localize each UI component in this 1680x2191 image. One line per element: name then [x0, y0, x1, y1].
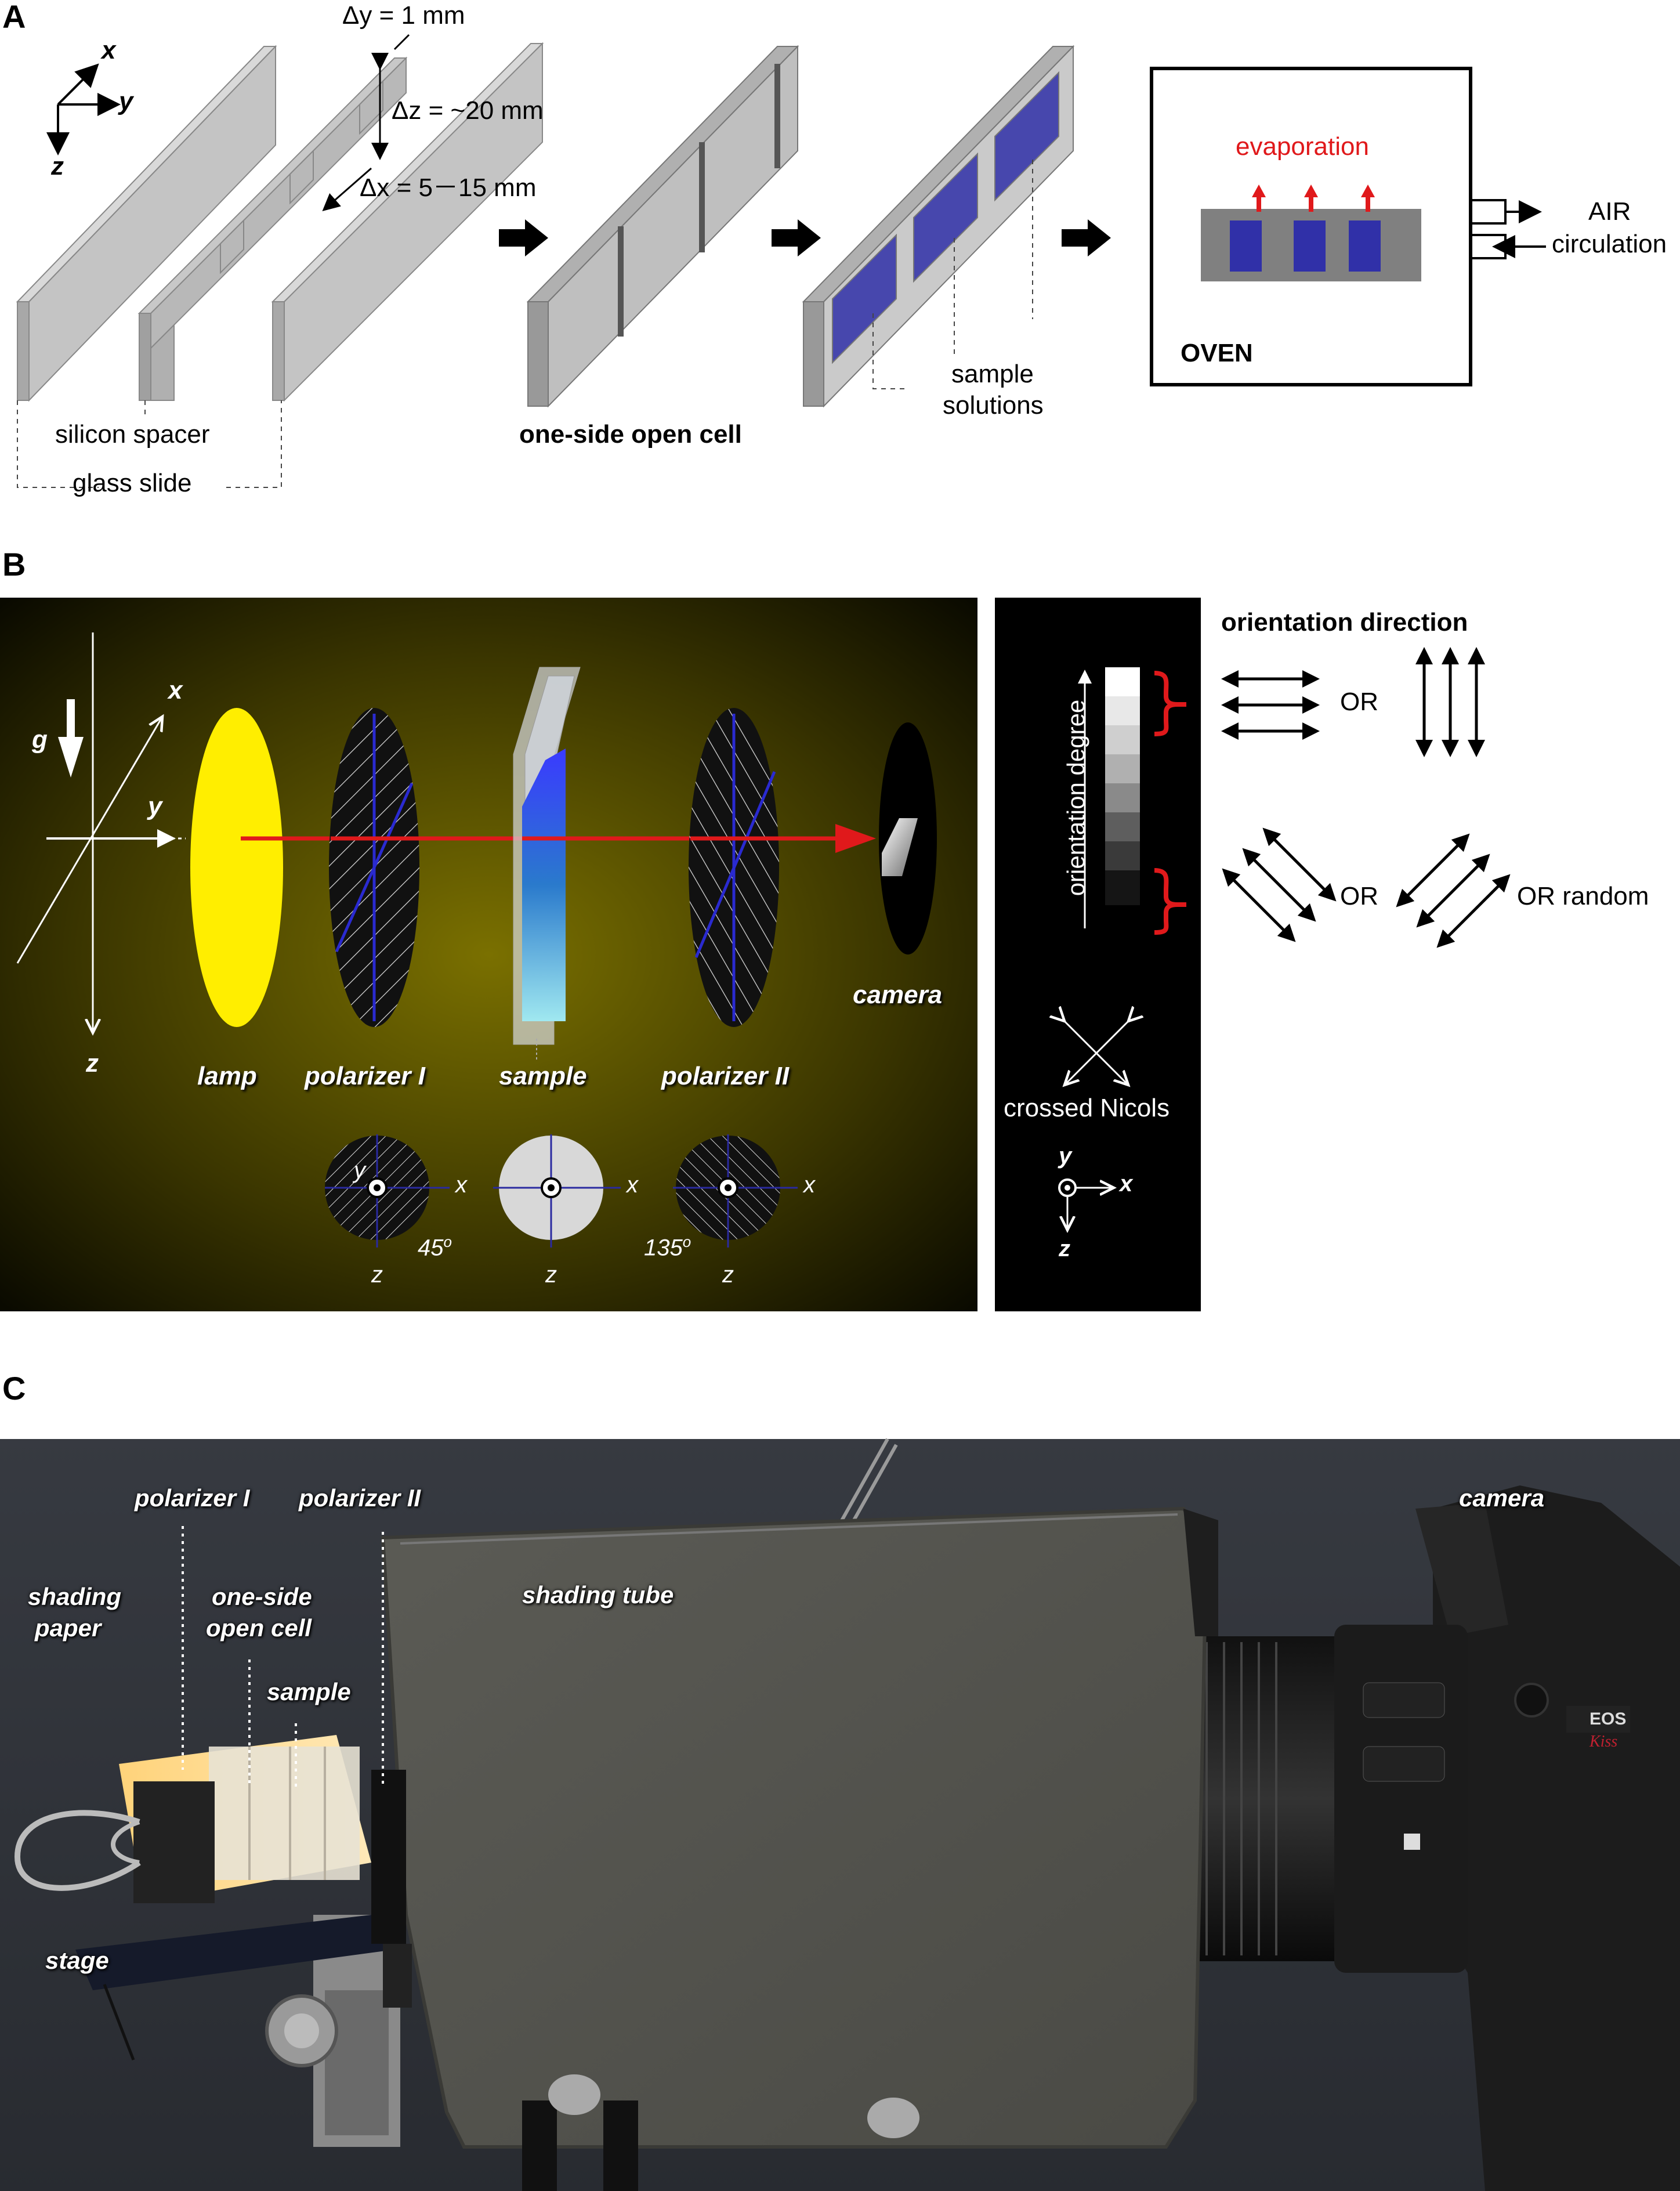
angle-45-value: 45: [418, 1235, 444, 1260]
panel-c-photo: EOS Kiss: [0, 1439, 1680, 2191]
glass-slide-label: glass slide: [73, 469, 191, 498]
gravity-label: g: [32, 725, 48, 754]
dx-label: Δx = 5－15 mm: [360, 167, 536, 204]
legend-axis-y: y: [1059, 1143, 1071, 1169]
or-random-label: OR random: [1517, 882, 1649, 911]
small-z-2: z: [545, 1262, 557, 1288]
horizontal-arrows: [1224, 679, 1317, 731]
panel-label-a: A: [2, 0, 26, 35]
camera-lens: [1166, 1625, 1468, 1973]
crossed-nicols-label: crossed Nicols: [1004, 1094, 1170, 1123]
photo-open-cell-label-2: open cell: [206, 1614, 312, 1642]
sample-solutions-label-1: sample: [951, 360, 1034, 389]
lamp-disc: [190, 708, 283, 1027]
axis-z-b: z: [86, 1049, 99, 1078]
photo-polarizer-1-label: polarizer I: [135, 1484, 249, 1512]
legend-axis-x: x: [1120, 1171, 1132, 1197]
small-y-1: y: [354, 1158, 365, 1184]
small-x-2: x: [627, 1172, 638, 1198]
polarizer-1-label: polarizer I: [305, 1062, 425, 1091]
small-x-1: x: [455, 1172, 467, 1198]
open-cell: [528, 46, 798, 406]
photo-open-cell-label-1: one-side: [212, 1583, 312, 1611]
angle-135-value: 135: [644, 1235, 683, 1260]
axis-z-a: z: [51, 152, 64, 181]
orientation-degree-label: orientation degree: [1062, 700, 1090, 896]
panel-b: [0, 598, 1508, 1311]
angle-135-label: 135o: [644, 1233, 691, 1261]
axis-y-b: y: [148, 792, 162, 821]
vertical-arrows: [1424, 650, 1476, 754]
open-cell-label: one-side open cell: [519, 420, 742, 449]
axis-x-a: x: [102, 36, 115, 65]
diagonal-arrows-1: [1224, 830, 1334, 940]
oven-label: OVEN: [1181, 339, 1253, 368]
or-label-2: OR: [1340, 882, 1378, 911]
silicon-spacer-label: silicon spacer: [55, 420, 210, 449]
legend-axis-z: z: [1059, 1236, 1070, 1262]
small-z-1: z: [371, 1262, 383, 1288]
svg-text:EOS: EOS: [1590, 1709, 1626, 1729]
photo-sample-label: sample: [267, 1678, 351, 1706]
shading-tube: [383, 1509, 1218, 2147]
panel-label-c: C: [2, 1369, 26, 1407]
polarizer-2-label: polarizer II: [661, 1062, 789, 1091]
air-label-2: circulation: [1552, 230, 1667, 259]
dy-label: Δy = 1 mm: [342, 1, 465, 30]
axis-y-a: y: [119, 87, 133, 116]
oven: [1152, 68, 1546, 385]
photo-stage-label: stage: [45, 1947, 109, 1975]
small-z-3: z: [722, 1262, 734, 1288]
photo-shading-tube-label: shading tube: [522, 1581, 674, 1609]
photo-polarizer-2-label: polarizer II: [299, 1484, 421, 1512]
small-x-3: x: [803, 1172, 815, 1198]
photo-shading-paper-label-2: paper: [35, 1614, 101, 1642]
photo-camera-label: camera: [1459, 1484, 1544, 1512]
air-label-1: AIR: [1588, 197, 1631, 226]
angle-45-degree: o: [444, 1233, 452, 1250]
camera-icon: [879, 722, 937, 955]
axes-a: [58, 67, 116, 151]
axis-x-b: x: [168, 676, 182, 705]
angle-135-degree: o: [683, 1233, 691, 1250]
or-label-1: OR: [1340, 688, 1378, 717]
setup-background: [0, 598, 977, 1311]
sample-solutions-label-2: solutions: [943, 391, 1044, 420]
sample-label: sample: [499, 1062, 587, 1091]
photo-shading-paper-label-1: shading: [28, 1583, 121, 1611]
orientation-direction-label: orientation direction: [1221, 608, 1468, 637]
diagonal-arrows-2: [1398, 836, 1508, 946]
panel-label-b: B: [2, 545, 26, 583]
evaporation-label: evaporation: [1236, 132, 1369, 161]
dz-label: Δz = ~20 mm: [392, 96, 544, 125]
panel-a: [17, 35, 1546, 487]
angle-45-label: 45o: [418, 1233, 452, 1261]
one-side-open-cell: [209, 1747, 360, 1880]
svg-text:Kiss: Kiss: [1589, 1733, 1617, 1751]
lamp-label: lamp: [197, 1062, 257, 1091]
camera-label: camera: [853, 981, 942, 1010]
